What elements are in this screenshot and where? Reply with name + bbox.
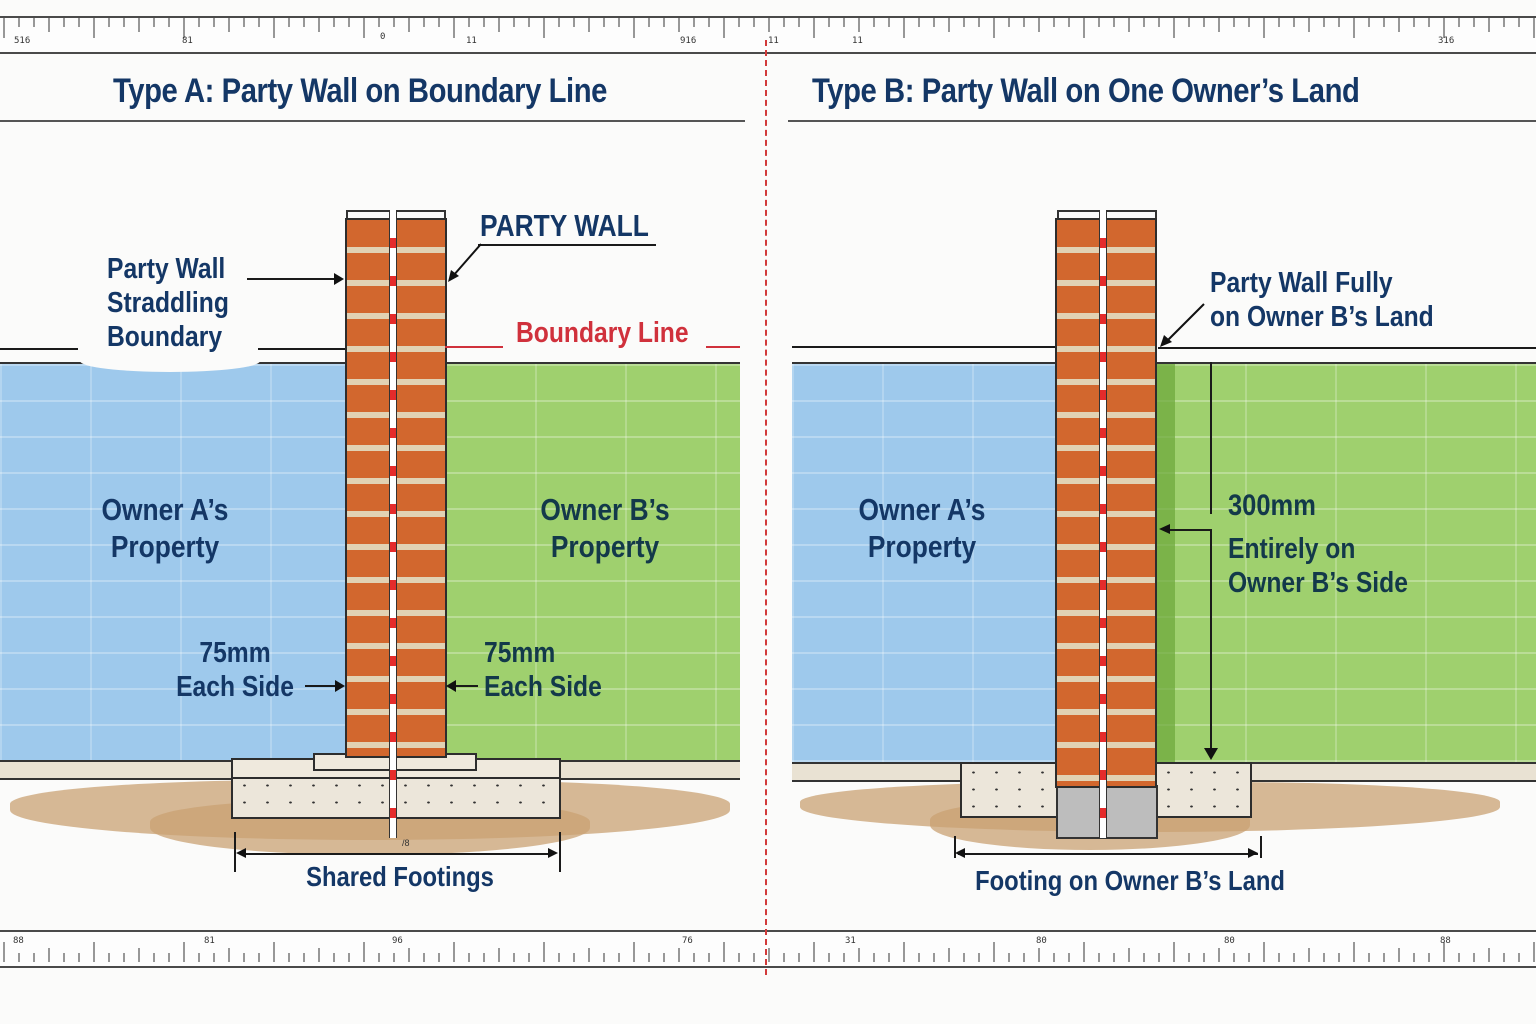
- panel-b-title: Type B: Party Wall on One Owner’s Land: [812, 72, 1360, 110]
- dim-note-line: Owner B’s Side: [1228, 567, 1408, 600]
- dim-note: Each Side: [176, 671, 294, 704]
- callout-line: on Owner B’s Land: [1210, 301, 1434, 334]
- boundary-line-label: Boundary Line: [516, 317, 689, 349]
- owner-a-line: Owner A’s: [101, 492, 229, 527]
- ruler-label: 88: [13, 936, 24, 946]
- ruler-label: 916: [680, 36, 697, 46]
- dim-note-line: Entirely on: [1228, 533, 1356, 565]
- footing-right: [1155, 762, 1252, 818]
- arrow-left-icon: [236, 848, 246, 858]
- title-underline: [0, 120, 745, 122]
- callout-backdrop: [80, 350, 260, 372]
- dim-extension: [954, 836, 956, 858]
- owner-b-label: Owner B’s Property: [499, 492, 712, 565]
- grade-line: [1158, 347, 1536, 349]
- grade-line: [792, 346, 1056, 348]
- wall-coping: [1057, 210, 1157, 220]
- boundary-centerline: [389, 210, 397, 838]
- grade-line: [0, 348, 78, 350]
- boundary-centerline: [1099, 210, 1107, 838]
- callout-line: Party Wall: [107, 253, 226, 285]
- owner-b-line: Property: [550, 528, 660, 564]
- wall-foundation: [1056, 785, 1158, 839]
- top-ruler: 516 81 0 11 916 11 11 316: [0, 16, 1536, 54]
- ruler-label: 76: [682, 936, 693, 946]
- owner-b-line: Owner B’s: [540, 492, 670, 527]
- arrow-left-icon: [1159, 524, 1170, 534]
- dim-value: 75mm: [199, 637, 271, 669]
- ruler-label: 516: [14, 36, 31, 46]
- callout-line: Boundary: [107, 321, 223, 354]
- ruler-label: 80: [1036, 936, 1047, 946]
- arrow-right-icon: [1248, 848, 1258, 858]
- party-wall-underline: [478, 244, 656, 246]
- dim-right-label: 75mm Each Side: [484, 636, 602, 704]
- dim-value-label: 300mm: [1228, 489, 1316, 522]
- callout-line: Straddling: [107, 287, 229, 320]
- dim-note-label: Entirely on Owner B’s Side: [1228, 532, 1408, 600]
- owner-a-line: Property: [110, 528, 220, 564]
- callout-line: Party Wall Fully: [1210, 267, 1393, 299]
- dim-vertical-line: [1210, 529, 1212, 749]
- shared-footings-label: Shared Footings: [306, 861, 494, 892]
- footing-left: [960, 762, 1060, 818]
- dim-extension: [559, 832, 561, 872]
- ruler-label: 316: [1438, 36, 1455, 46]
- panel-a-title: Type A: Party Wall on Boundary Line: [113, 72, 608, 110]
- owner-a-zone: [0, 362, 346, 764]
- ruler-label: 11: [466, 36, 477, 46]
- party-wall-label: PARTY WALL: [480, 208, 649, 243]
- footing-mark: /8: [402, 838, 410, 848]
- footing-dim-line: [958, 853, 1258, 855]
- wall-shadow-strip: [1155, 364, 1175, 762]
- grade-line: [258, 348, 346, 350]
- ruler-label: 81: [204, 936, 215, 946]
- boundary-line-marker: [706, 346, 740, 348]
- owner-b-zone: [445, 362, 740, 764]
- callout-straddling: Party Wall Straddling Boundary: [107, 252, 229, 355]
- ruler-label: 0: [380, 32, 386, 42]
- arrow-down-icon: [1204, 748, 1218, 760]
- arrow-diagonal-icon: [1160, 303, 1205, 347]
- owner-a-zone: [792, 362, 1056, 764]
- dim-leader-line: [1170, 529, 1212, 531]
- boundary-line-marker: [445, 346, 503, 348]
- callout-arrow-line: [247, 278, 337, 280]
- ruler-label: 96: [392, 936, 403, 946]
- ruler-label: 31: [845, 936, 856, 946]
- dim-arrow-line: [456, 685, 478, 687]
- dim-extension: [1260, 836, 1262, 858]
- owner-b-zone: [1155, 362, 1536, 764]
- ruler-label: 80: [1224, 936, 1235, 946]
- callout-fully-on-b: Party Wall Fully on Owner B’s Land: [1210, 266, 1434, 334]
- ruler-label: 11: [768, 36, 779, 46]
- ruler-ticks: [3, 942, 1535, 962]
- dim-left-label: 75mm Each Side: [171, 636, 299, 704]
- ruler-label: 81: [182, 36, 193, 46]
- owner-a-label: Owner A’s Property: [59, 492, 272, 565]
- arrow-left-icon: [955, 848, 965, 858]
- bottom-ruler: 88 81 96 76 31 80 80 88: [0, 930, 1536, 968]
- footing-on-b-label: Footing on Owner B’s Land: [975, 865, 1285, 896]
- dim-value: 75mm: [484, 637, 556, 669]
- ruler-label: 11: [852, 36, 863, 46]
- panel-divider: [765, 40, 767, 975]
- owner-a-label: Owner A’s Property: [816, 492, 1029, 565]
- ruler-ticks: [3, 18, 1535, 38]
- dim-arrow-line: [305, 685, 337, 687]
- arrow-left-icon: [446, 680, 456, 692]
- arrow-right-icon: [548, 848, 558, 858]
- dim-vertical-line: [1210, 362, 1212, 514]
- dim-extension: [234, 832, 236, 872]
- arrow-right-icon: [334, 273, 344, 285]
- ruler-label: 88: [1440, 936, 1451, 946]
- dim-note: Each Side: [484, 671, 602, 704]
- arrow-diagonal-icon: [448, 243, 482, 282]
- owner-a-line: Owner A’s: [858, 492, 986, 527]
- title-underline: [788, 120, 1536, 122]
- footing-dim-line: [240, 853, 554, 855]
- arrow-right-icon: [335, 680, 345, 692]
- owner-a-line: Property: [867, 528, 977, 564]
